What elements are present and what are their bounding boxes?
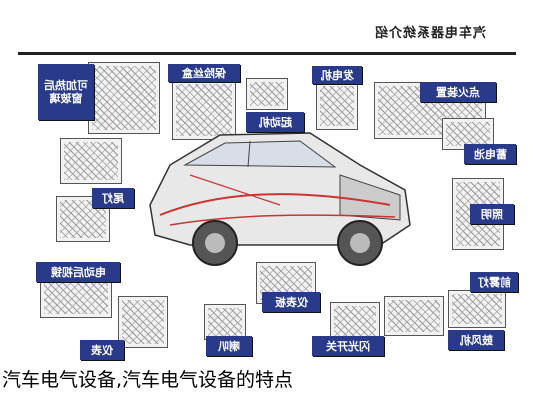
- tail-light-illustration-1: [60, 138, 122, 184]
- rear-window-illustration: [88, 62, 160, 134]
- label-starter: 起动机: [246, 112, 304, 132]
- label-rear-window-heater: 可加热后窗玻璃: [38, 64, 94, 120]
- label-horn: 喇叭: [206, 336, 252, 356]
- label-battery: 蓄电池: [464, 144, 516, 164]
- label-headlight-switch: 闪光开关: [312, 336, 384, 356]
- blower-illustration: [384, 296, 444, 336]
- car-schematic: [149, 132, 411, 266]
- label-fuse-box: 保险丝盒: [168, 64, 240, 82]
- switch-illustration: [330, 302, 380, 342]
- label-blower: 鼓风机: [448, 330, 504, 350]
- label-lighting: 照明: [470, 204, 514, 224]
- label-alternator: 发电机: [312, 66, 362, 84]
- horn-illustration: [204, 304, 246, 340]
- caption-text: 汽车电气设备,汽车电气设备的特点: [2, 369, 294, 391]
- fog-light-illustration: [448, 290, 506, 328]
- label-tail-light: 尾灯: [92, 188, 134, 208]
- fuse-box-illustration: [172, 80, 236, 140]
- title-rule: [18, 52, 516, 55]
- label-electric-mirror: 电动后视镜: [36, 262, 120, 282]
- label-fog-light: 前雾灯: [470, 272, 518, 292]
- starter-illustration: [246, 78, 288, 110]
- label-instrument-panel: 仪表板: [262, 292, 320, 312]
- alternator-illustration: [316, 82, 358, 130]
- instruments-illustration: [118, 296, 168, 348]
- diagram-title: 汽车电器系统介绍: [374, 26, 487, 41]
- mirror-illustration: [40, 278, 112, 318]
- label-instruments: 仪表: [80, 340, 124, 360]
- label-ignition: 点火装置: [420, 82, 496, 102]
